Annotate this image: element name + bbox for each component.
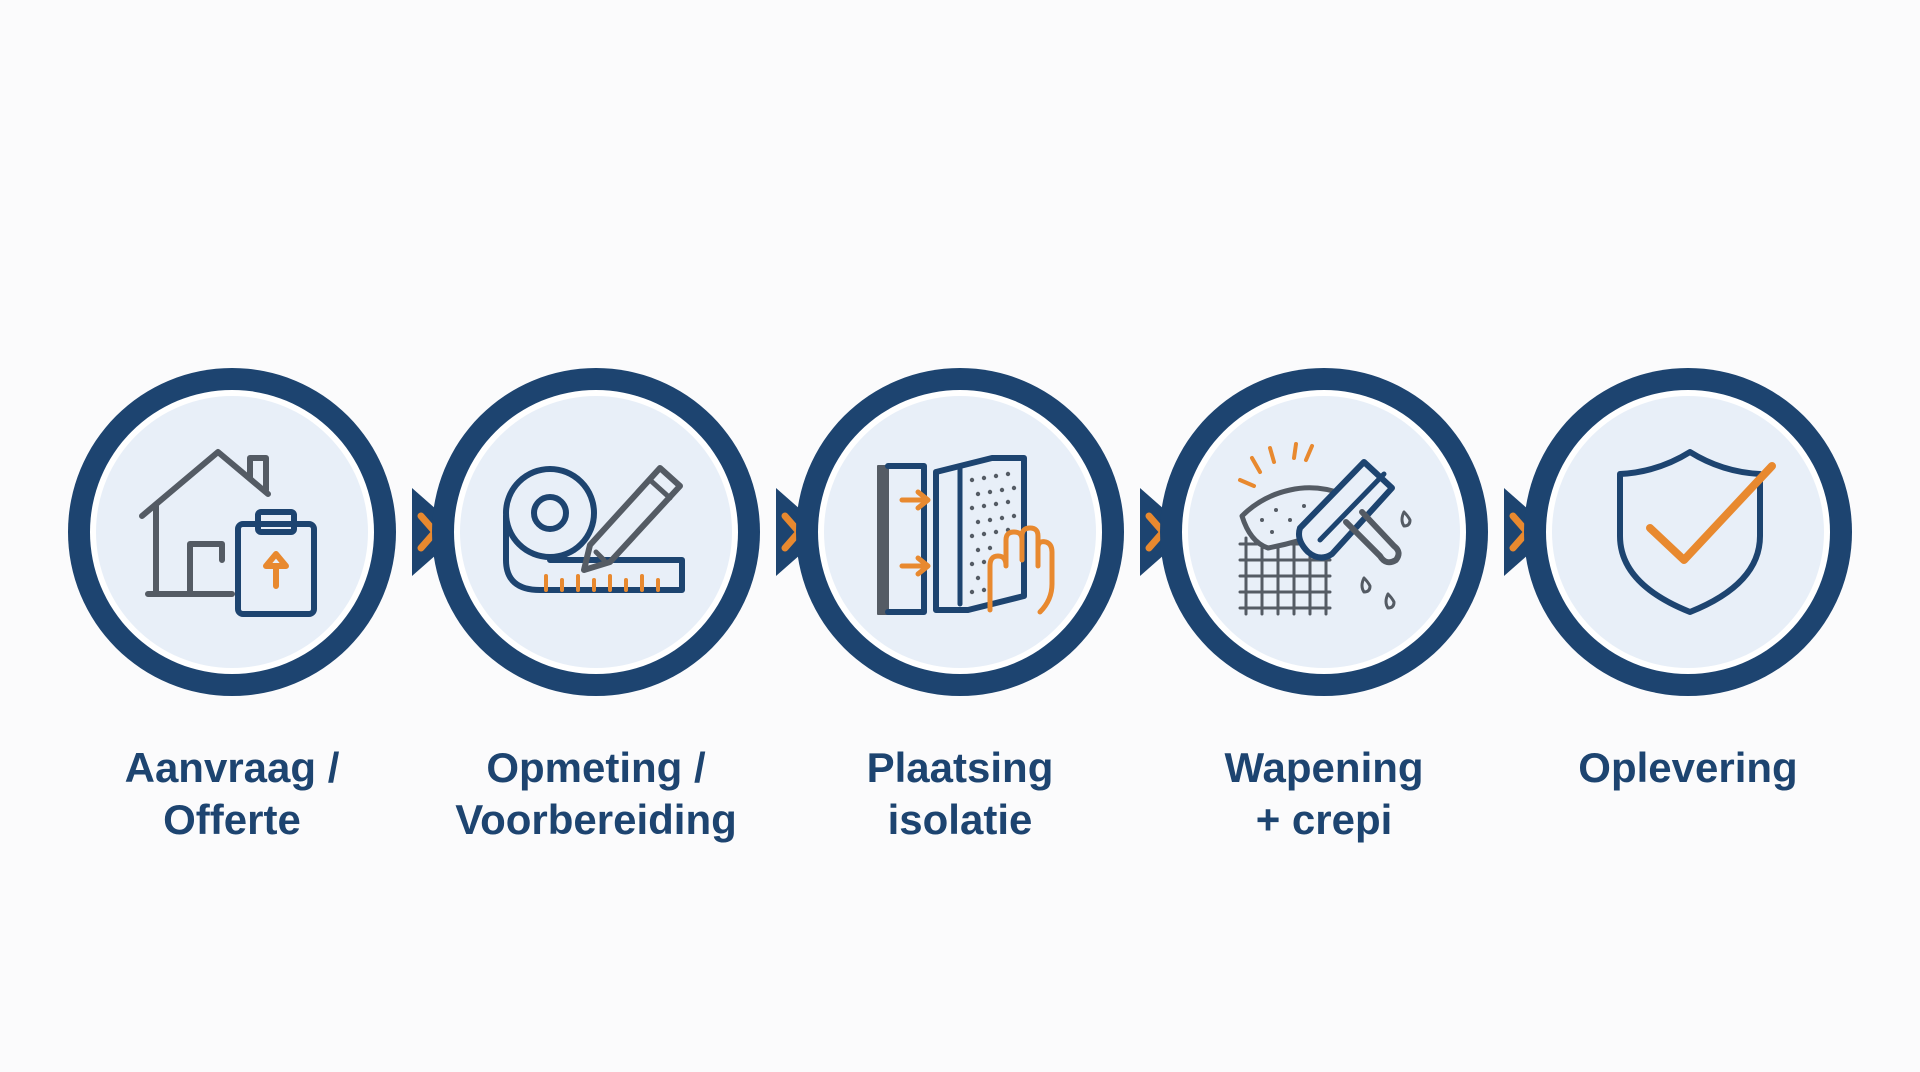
step-4-label: Wapening + crepi (1224, 744, 1424, 843)
step-3 (796, 368, 1124, 696)
step-5 (1524, 368, 1852, 696)
house-clipboard-icon (139, 449, 317, 617)
tape-measure-pencil-icon (503, 465, 685, 593)
step-3-label: Plaatsing isolatie (866, 744, 1054, 843)
step-1 (68, 368, 396, 696)
step-2 (432, 368, 760, 696)
step-5-label: Oplevering (1578, 744, 1798, 791)
trowel-mesh-icon (1238, 442, 1412, 616)
insulation-dots (969, 471, 1017, 595)
insulation-board-icon (877, 455, 1055, 615)
shield-check-icon (1617, 449, 1776, 615)
step-1-label: Aanvraag / Offerte (124, 744, 340, 843)
step-4 (1160, 368, 1488, 696)
step-2-label: Opmeting / Voorbereiding (455, 744, 737, 843)
